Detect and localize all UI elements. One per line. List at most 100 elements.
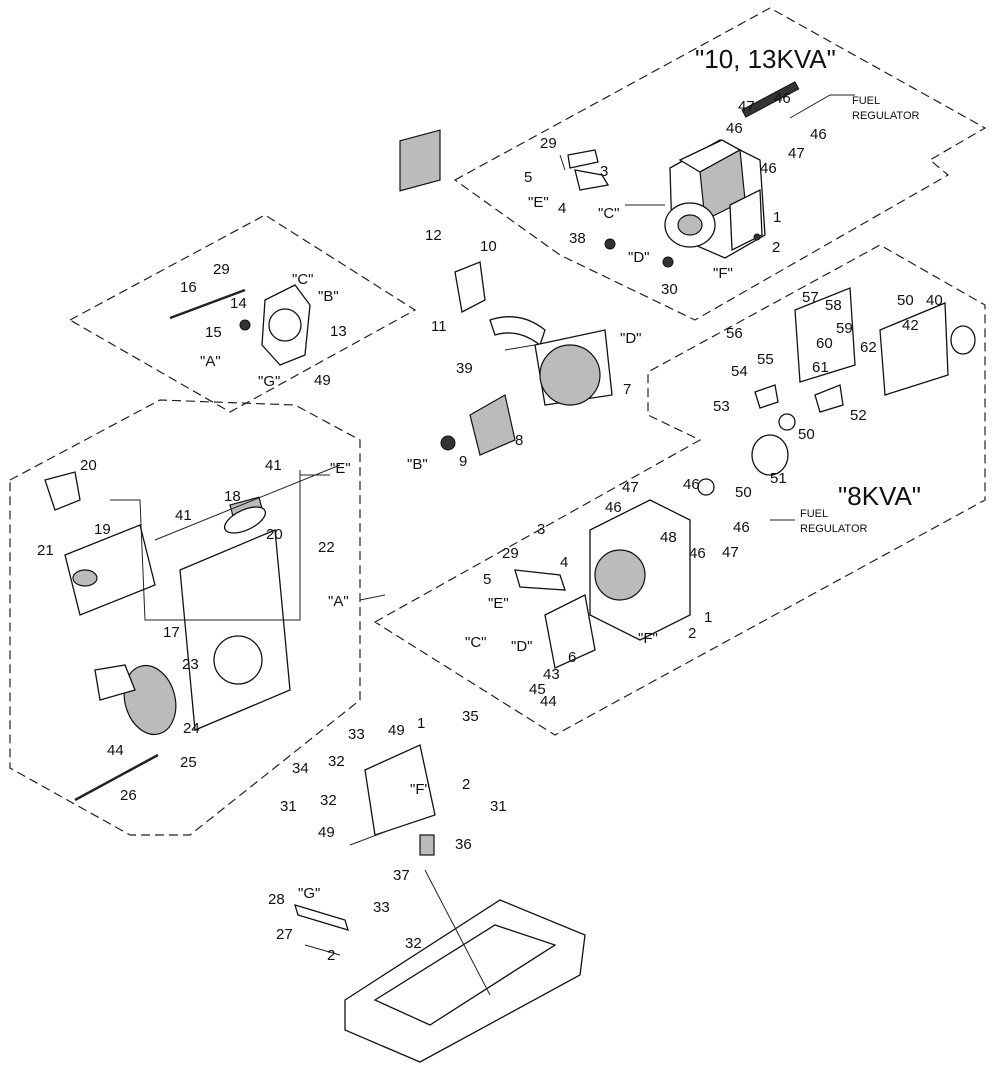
- callout-20: 20: [80, 457, 97, 474]
- callout-10: 10: [480, 238, 497, 255]
- callout-57: 57: [802, 289, 819, 306]
- ref-d-8kva: "D": [511, 638, 532, 655]
- callout-29: 29: [213, 261, 230, 278]
- callout-46: 46: [726, 120, 743, 137]
- callout-20: 20: [266, 526, 283, 543]
- engine-8kva: [514, 287, 976, 669]
- callout-2: 2: [327, 947, 335, 964]
- ref-c-left: "C": [292, 271, 313, 288]
- callout-47: 47: [738, 98, 755, 115]
- callout-46: 46: [774, 90, 791, 107]
- callout-24: 24: [183, 720, 200, 737]
- ref-f-base: "F": [410, 781, 430, 798]
- callout-14: 14: [230, 295, 247, 312]
- callout-50: 50: [735, 484, 752, 501]
- callout-5: 5: [524, 169, 532, 186]
- callout-32: 32: [320, 792, 337, 809]
- callout-19: 19: [94, 521, 111, 538]
- fuel-regulator-label-top-line1: FUEL: [852, 95, 880, 107]
- group-outline-muffler: [9, 399, 361, 836]
- callout-45: 45: [529, 681, 546, 698]
- callout-48: 48: [660, 529, 677, 546]
- callout-50: 50: [897, 292, 914, 309]
- callout-33: 33: [348, 726, 365, 743]
- callout-60: 60: [816, 335, 833, 352]
- callout-11: 11: [431, 318, 447, 335]
- muffler-assembly: [44, 471, 291, 802]
- callout-46: 46: [733, 519, 750, 536]
- callout-42: 42: [902, 317, 919, 334]
- alternator-parts: [399, 129, 613, 456]
- callout-37: 37: [393, 867, 410, 884]
- callout-16: 16: [180, 279, 197, 296]
- callout-46: 46: [683, 476, 700, 493]
- callout-18: 18: [224, 488, 241, 505]
- callout-1: 1: [417, 715, 425, 732]
- callout-4: 4: [558, 200, 566, 217]
- callout-23: 23: [182, 656, 199, 673]
- callout-44: 44: [540, 693, 557, 710]
- group-outline-alternator-end: [68, 214, 417, 413]
- callout-49: 49: [314, 372, 331, 389]
- fuel-regulator-label-8kva-line2: REGULATOR: [800, 523, 867, 535]
- ref-g-left: "G": [258, 373, 280, 390]
- callout-29: 29: [502, 545, 519, 562]
- callout-39: 39: [456, 360, 473, 377]
- callout-46: 46: [689, 545, 706, 562]
- callout-33: 33: [373, 899, 390, 916]
- ref-a-left: "A": [200, 353, 221, 370]
- callout-22: 22: [318, 539, 335, 556]
- ref-c-8kva: "C": [465, 634, 486, 651]
- callout-6: 6: [568, 649, 576, 666]
- ref-g-base: "G": [298, 885, 320, 902]
- callout-2: 2: [688, 625, 696, 642]
- callout-58: 58: [825, 297, 842, 314]
- callout-43: 43: [543, 666, 560, 683]
- callout-1: 1: [704, 609, 712, 626]
- group-title-8kva: "8KVA": [838, 481, 921, 511]
- ref-c-top: "C": [598, 205, 619, 222]
- ref-b-left: "B": [318, 288, 339, 305]
- ref-e-muffler: "E": [330, 460, 351, 477]
- callout-47: 47: [788, 145, 805, 162]
- ref-f-8kva: "F": [638, 630, 658, 647]
- callout-46: 46: [760, 160, 777, 177]
- callout-55: 55: [757, 351, 774, 368]
- callout-12: 12: [425, 227, 442, 244]
- callout-32: 32: [328, 753, 345, 770]
- rear-bearing-carrier: [169, 284, 311, 366]
- callout-44: 44: [107, 742, 124, 759]
- callout-1: 1: [773, 209, 781, 226]
- fuel-regulator-label-8kva-line1: FUEL: [800, 508, 828, 520]
- ref-a-muffler: "A": [328, 593, 349, 610]
- callout-30: 30: [661, 281, 678, 298]
- callout-62: 62: [860, 339, 877, 356]
- callout-59: 59: [836, 320, 853, 337]
- callout-35: 35: [462, 708, 479, 725]
- callout-61: 61: [812, 359, 829, 376]
- leader-lines: [110, 94, 855, 996]
- callout-49: 49: [388, 722, 405, 739]
- callout-31: 31: [490, 798, 507, 815]
- group-outline-8kva: [373, 244, 986, 736]
- ref-e-8kva: "E": [488, 595, 509, 612]
- callout-3: 3: [600, 163, 608, 180]
- ref-f-top: "F": [713, 265, 733, 282]
- callout-2: 2: [462, 776, 470, 793]
- callout-46: 46: [810, 126, 827, 143]
- callout-5: 5: [483, 571, 491, 588]
- group-title-10-13kva: "10, 13KVA": [695, 44, 836, 74]
- callout-34: 34: [292, 760, 309, 777]
- callout-52: 52: [850, 407, 867, 424]
- callout-41: 41: [265, 457, 282, 474]
- callout-27: 27: [276, 926, 293, 943]
- callout-31: 31: [280, 798, 297, 815]
- fuel-regulator-label-top-line2: REGULATOR: [852, 110, 919, 122]
- callout-9: 9: [459, 453, 467, 470]
- engine-10-13kva: [567, 81, 800, 268]
- callout-4: 4: [560, 554, 568, 571]
- callout-26: 26: [120, 787, 137, 804]
- callout-49: 49: [318, 824, 335, 841]
- callout-17: 17: [163, 624, 180, 641]
